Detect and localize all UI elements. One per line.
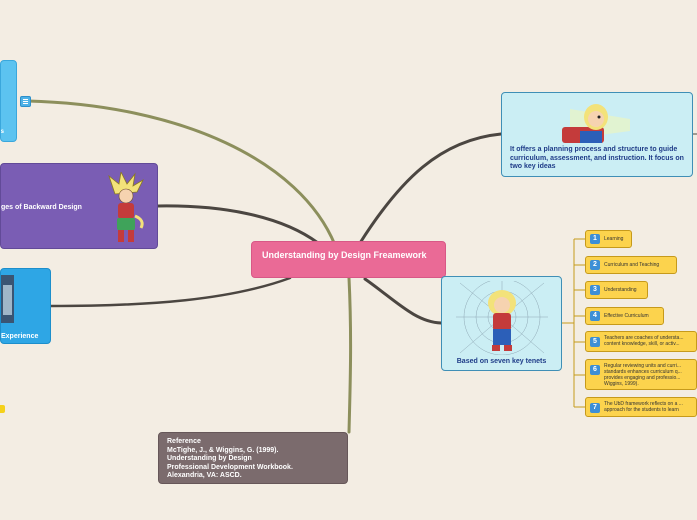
cartoon-character-image	[108, 172, 144, 242]
tenet-text: Effective Curriculum	[604, 313, 649, 319]
spider-character-image	[456, 281, 548, 355]
branch-to-offers-node	[358, 132, 503, 245]
reference-text: Reference McTighe, J., & Wiggins, G. (19…	[167, 438, 293, 479]
branch-to-blue-node	[49, 276, 292, 308]
tenet-text: Regular reviewing units and curri... sta…	[604, 363, 682, 387]
list-collapse-icon[interactable]	[20, 96, 31, 107]
tenet-item-3[interactable]: 3 Understanding	[585, 281, 648, 299]
left-node-experience[interactable]: Experience	[0, 268, 51, 344]
central-topic-title: Understanding by Design Freamework	[262, 250, 427, 260]
tenet-text: Curriculum and Teaching	[604, 262, 660, 268]
marker-flag[interactable]	[0, 405, 5, 413]
tenet-number-badge: 2	[590, 260, 600, 270]
tenet-text: The UbD framework reflects on a ... appr…	[604, 401, 683, 413]
offers-node-label: It offers a planning process and structu…	[510, 146, 684, 170]
reference-node[interactable]: Reference McTighe, J., & Wiggins, G. (19…	[158, 432, 348, 484]
branch-to-top-node	[26, 99, 337, 247]
tenets-node[interactable]: Based on seven key tenets	[441, 276, 562, 371]
building-image	[1, 275, 14, 323]
left-node-top[interactable]: its	[0, 60, 17, 142]
left-node-experience-label: Experience	[1, 333, 39, 340]
tenet-item-7[interactable]: 7 The UbD framework reflects on a ... ap…	[585, 397, 697, 417]
tenet-item-2[interactable]: 2 Curriculum and Teaching	[585, 256, 677, 274]
tenet-connectors	[562, 238, 585, 408]
branch-to-tenets-node	[363, 277, 443, 325]
tenets-node-label: Based on seven key tenets	[456, 358, 547, 365]
tenet-item-4[interactable]: 4 Effective Curriculum	[585, 307, 664, 325]
tenet-number-badge: 5	[590, 337, 600, 347]
left-node-backward-design[interactable]: ges of Backward Design	[0, 163, 158, 249]
left-node-top-label: its	[0, 129, 5, 135]
tenet-item-6[interactable]: 6 Regular reviewing units and curri... s…	[585, 359, 697, 390]
branch-to-purple-node	[156, 204, 320, 245]
tenet-item-5[interactable]: 5 Teachers are coaches of understa... co…	[585, 331, 697, 352]
tenet-text: Learning	[604, 236, 624, 242]
tenet-item-1[interactable]: 1 Learning	[585, 230, 632, 248]
tenet-number-badge: 6	[590, 365, 600, 375]
tenet-number-badge: 3	[590, 285, 600, 295]
central-topic[interactable]: Understanding by Design Freamework	[251, 241, 446, 278]
tenet-number-badge: 1	[590, 234, 600, 244]
superhero-character-image	[562, 104, 630, 143]
tenet-text: Teachers are coaches of understa... cont…	[604, 335, 684, 347]
tenet-text: Understanding	[604, 287, 637, 293]
tenet-number-badge: 4	[590, 311, 600, 321]
tenet-number-badge: 7	[590, 403, 600, 413]
offers-node[interactable]: It offers a planning process and structu…	[501, 92, 693, 177]
branch-to-reference	[347, 276, 353, 434]
left-node-backward-design-label: ges of Backward Design	[1, 204, 82, 211]
